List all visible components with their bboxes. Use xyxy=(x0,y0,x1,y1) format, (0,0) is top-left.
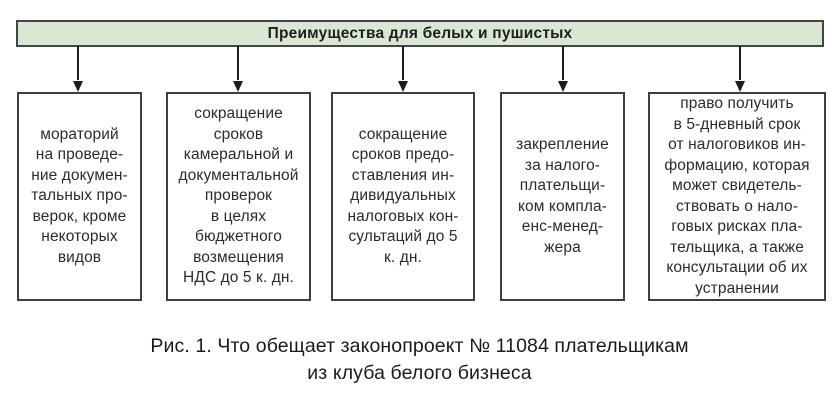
benefit-box-consultations: сокращение сроков предо- ставления ин- д… xyxy=(331,92,475,301)
benefit-box-risk-information: право получить в 5-дневный срок от налог… xyxy=(648,92,826,301)
down-arrow-1 xyxy=(72,46,84,92)
benefit-box-text: сокращение сроков предо- ставления ин- д… xyxy=(347,125,459,266)
header-box: Преимущества для белых и пушистых xyxy=(16,20,824,47)
figure-caption: Рис. 1. Что обещает законопроект № 11084… xyxy=(150,335,689,384)
down-arrow-3 xyxy=(397,46,409,92)
benefit-box-compliance-manager: закрепление за налого- плательщи- ком ко… xyxy=(500,92,625,301)
benefit-box-text: сокращение сроков камеральной и документ… xyxy=(178,105,299,287)
benefit-box-audit-terms: сокращение сроков камеральной и документ… xyxy=(166,92,311,301)
header-label: Преимущества для белых и пушистых xyxy=(267,24,573,42)
benefit-box-text: мораторий на проведе- ние докумен- тальн… xyxy=(31,125,128,266)
benefit-box-text: право получить в 5-дневный срок от налог… xyxy=(664,95,810,297)
down-arrow-2 xyxy=(232,46,244,92)
down-arrow-4 xyxy=(557,46,569,92)
down-arrow-5 xyxy=(734,46,746,92)
benefit-box-moratorium: мораторий на проведе- ние докумен- тальн… xyxy=(17,92,142,301)
benefit-box-text: закрепление за налого- плательщи- ком ко… xyxy=(516,136,609,256)
